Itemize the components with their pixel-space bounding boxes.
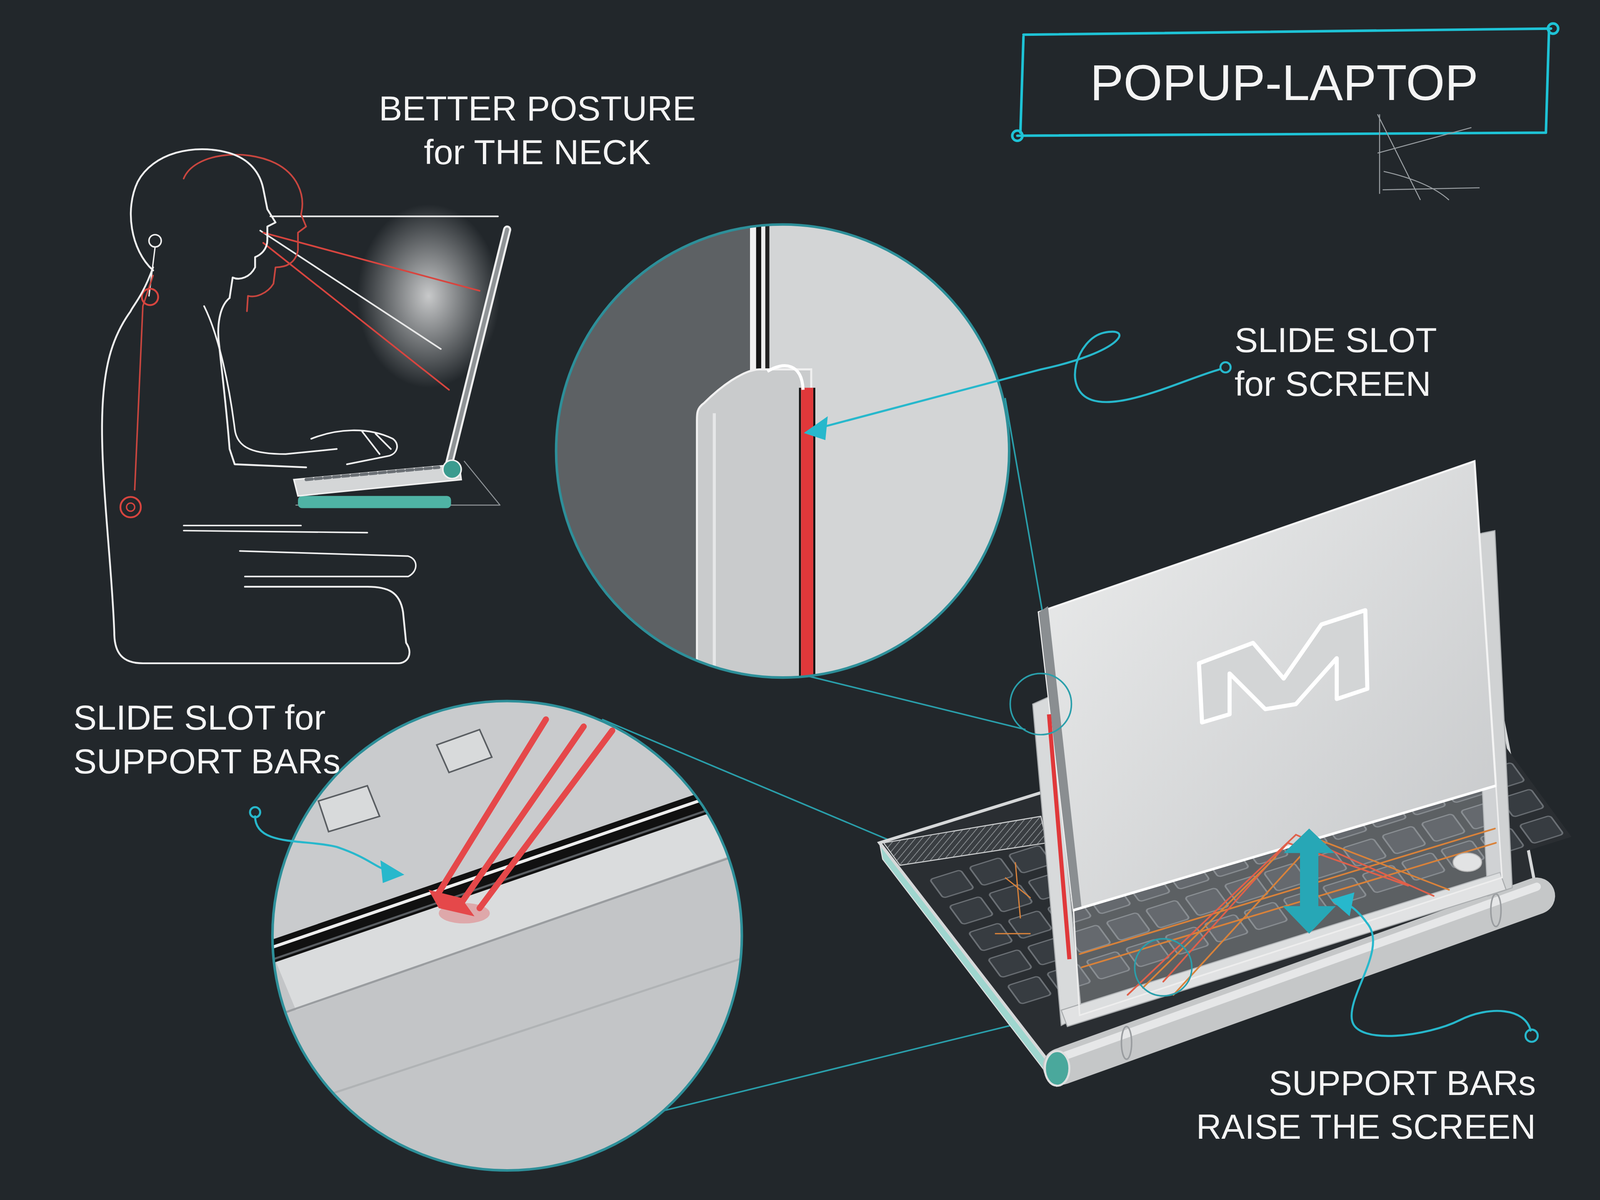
magnifier-bar-slot	[285, 849, 756, 1013]
laptop-illustration	[1127, 834, 1434, 995]
laptop-illustration	[883, 816, 1048, 866]
person-sketch	[218, 297, 307, 468]
person-sketch	[183, 154, 307, 312]
laptop-side-view	[297, 495, 451, 508]
person-sketch	[120, 497, 141, 518]
laptop-illustration	[1073, 785, 1503, 1016]
laptop-illustration	[1049, 714, 1070, 960]
laptop-illustration	[1490, 893, 1501, 927]
magnifier-bar-slot	[436, 719, 613, 909]
callout-leaders	[1525, 1029, 1538, 1042]
title-frame	[1547, 23, 1558, 34]
laptop-illustration	[995, 862, 1031, 934]
callout-label: BETTER POSTURE for THE NECK	[365, 86, 709, 175]
magnifier-bar-slot	[267, 793, 756, 962]
person-sketch	[204, 306, 337, 455]
magnifier-bar-slot	[428, 890, 475, 917]
person-sketch	[183, 525, 416, 577]
magnifier-screen-slot	[697, 369, 812, 684]
person-sketch	[311, 430, 398, 465]
laptop-illustration	[1134, 938, 1192, 996]
laptop-side-view	[293, 464, 462, 496]
callout-leaders	[1332, 893, 1353, 915]
title-text: POPUP-LAPTOP	[1090, 55, 1478, 110]
title-frame	[1012, 23, 1558, 141]
callout-leaders	[824, 331, 1220, 427]
magnifier-screen-slot	[712, 413, 716, 684]
laptop-side-view	[449, 229, 508, 465]
laptop-illustration	[1079, 828, 1496, 968]
callout-leaders	[250, 331, 1538, 1042]
person-sketch	[102, 149, 500, 664]
laptop-illustration	[1045, 1050, 1070, 1086]
magnifier-bar-slot	[272, 700, 743, 1171]
magnifier-bar-slot	[318, 785, 380, 832]
magnifier-screen-slot	[550, 219, 1021, 690]
callout-leaders	[250, 807, 260, 818]
laptop-side-view	[442, 460, 462, 479]
magnifier-screen-slot	[550, 219, 1021, 690]
title-frame	[1012, 130, 1023, 141]
person-sketch	[260, 230, 441, 349]
laptop-side-view	[306, 467, 439, 480]
magnifier-screen-slot	[799, 387, 802, 684]
laptop-illustration	[1282, 828, 1336, 934]
sketch-lines	[1377, 114, 1480, 200]
callout-leaders	[806, 418, 827, 439]
person-sketch	[134, 275, 153, 490]
person-sketch	[270, 215, 498, 218]
magnifier-screen-slot	[556, 224, 1010, 678]
laptop-illustration	[1010, 673, 1072, 735]
laptop-illustration	[1452, 852, 1482, 872]
callout-leaders	[1220, 362, 1231, 373]
person-sketch	[102, 267, 410, 664]
title-frame	[1017, 28, 1552, 136]
magnifier-bar-slot	[461, 726, 584, 904]
magnifier-bar-slot	[479, 730, 613, 908]
callout-label: SLIDE SLOT for SCREEN	[1234, 318, 1463, 406]
magnifier-bar-slot	[436, 729, 492, 773]
person-sketch	[126, 502, 135, 512]
laptop-illustration	[1199, 610, 1368, 723]
callout-label: SLIDE SLOT for SUPPORT BARs	[73, 695, 364, 784]
magnifier-bar-slot	[306, 954, 756, 1103]
callout-leaders	[381, 862, 403, 882]
person-sketch	[149, 234, 162, 247]
laptop-side-view	[293, 229, 508, 509]
magnifier-screen-slot	[767, 365, 804, 390]
laptop-side-view	[449, 229, 508, 465]
person-sketch	[141, 288, 158, 305]
callout-leaders	[1347, 904, 1531, 1036]
laptop-illustration	[1079, 828, 1496, 995]
callout-leaders	[255, 816, 388, 871]
laptop-illustration	[1121, 1026, 1132, 1060]
sketch-lines	[1377, 114, 1480, 200]
magnifier-screen-slot	[550, 219, 1021, 690]
callout-label: SUPPORT BARs RAISE THE SCREEN	[1165, 1061, 1536, 1149]
